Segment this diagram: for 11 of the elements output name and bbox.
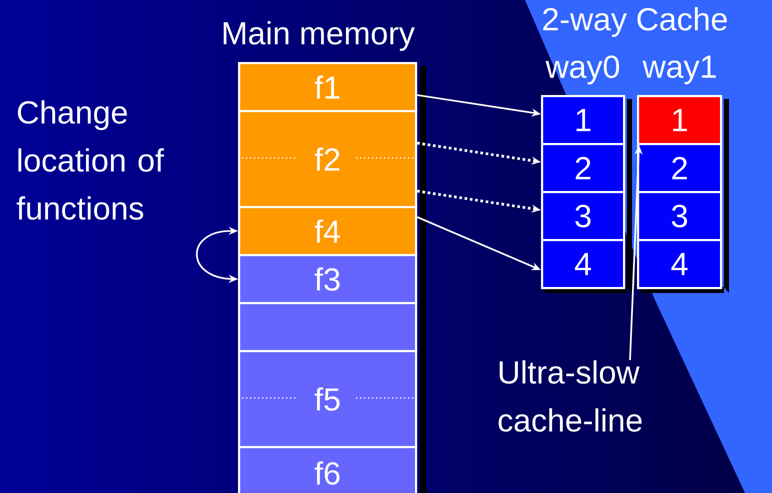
memory-cell: f2: [238, 110, 418, 208]
memory-cell: f6: [238, 446, 418, 493]
annotation-text: Change location of functions: [16, 100, 164, 220]
memory-cell: f1: [238, 62, 418, 112]
memory-cell: [238, 302, 418, 352]
column-heading: way1: [642, 56, 716, 84]
memory-cell: f3: [238, 254, 418, 304]
section-title: 2-way Cache: [543, 7, 727, 37]
memory-cell: f4: [238, 206, 418, 256]
page-title: Main memory: [224, 21, 415, 51]
callout-text: Ultra-slow cache-line: [498, 360, 642, 432]
